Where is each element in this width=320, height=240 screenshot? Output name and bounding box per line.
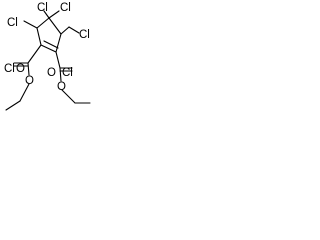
bond-right-alkoxy [59, 67, 62, 82]
bond-left-upper [36, 27, 42, 46]
bond-bridge-cl-left [43, 10, 50, 19]
bond-bridge-left [36, 17, 50, 29]
structure-diagram: Cl Cl Cl Cl Cl Cl O O O O [0, 0, 96, 122]
bond-ring-middle-double [43, 40, 59, 49]
bond-right-cl [68, 26, 80, 34]
bond-left-alkoxy [27, 62, 30, 76]
atom-cl-left-lower: Cl [4, 63, 15, 75]
atom-cl-right-lower: Cl [62, 67, 73, 79]
bond-right-upper [55, 33, 62, 53]
atom-cl-bridge-right: Cl [60, 2, 71, 14]
bond-right-ethyl-1 [61, 89, 76, 104]
atom-o-right-carbonyl: O [47, 67, 56, 79]
bond-left-ethyl-1 [19, 83, 30, 102]
bond-bridge-top [48, 17, 62, 35]
bond-left-lower [27, 44, 42, 64]
bond-left-cl-top [23, 20, 38, 29]
bond-ring-middle [40, 44, 57, 53]
atom-o-left-carbonyl: O [16, 63, 25, 75]
bond-bridgehead-right [60, 26, 70, 35]
atom-cl-right: Cl [79, 29, 90, 41]
atom-o-left-alkoxy: O [25, 75, 34, 87]
bond-right-lower [55, 51, 61, 69]
atom-cl-bridge-left: Cl [37, 2, 48, 14]
molecule-svg: Cl Cl Cl Cl Cl Cl O O O O [4, 2, 91, 111]
bond-bridge-cl-right [48, 10, 60, 19]
bond-left-ethyl-2 [5, 100, 21, 111]
atom-o-right-alkoxy: O [57, 81, 66, 93]
atom-cl-top-left: Cl [7, 17, 18, 29]
